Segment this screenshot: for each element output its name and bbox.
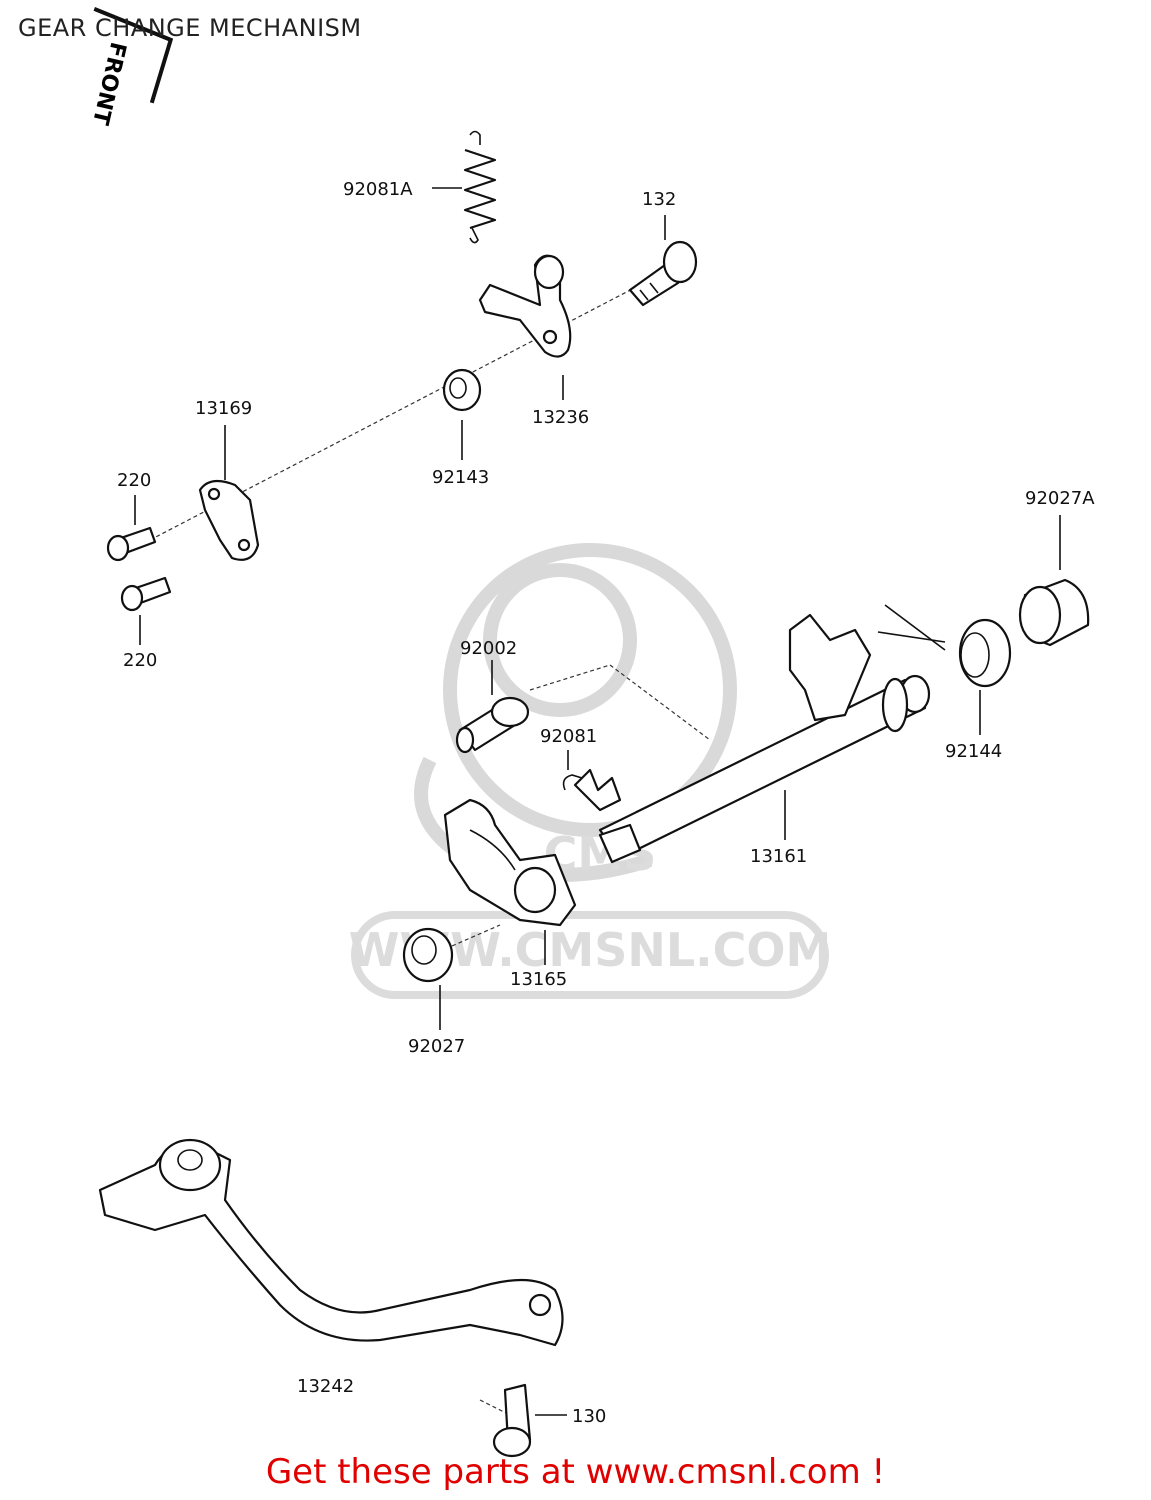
label-13165: 13165	[510, 969, 567, 990]
label-92081: 92081	[540, 726, 597, 747]
label-92081a: 92081A	[343, 179, 413, 200]
stopper-92002	[455, 696, 530, 754]
collar-92027	[402, 927, 454, 983]
bolt-220-upper	[106, 526, 157, 562]
page-title: GEAR CHANGE MECHANISM	[18, 14, 362, 42]
label-92144: 92144	[945, 741, 1002, 762]
label-132: 132	[642, 189, 676, 210]
pedal-13242	[98, 1138, 564, 1347]
spring-92081	[562, 768, 622, 812]
bolt-132	[628, 240, 698, 307]
lever-13236	[478, 254, 572, 358]
bolt-130	[492, 1383, 532, 1458]
label-92027a: 92027A	[1025, 488, 1095, 509]
footer-link[interactable]: Get these parts at www.cmsnl.com !	[265, 1452, 886, 1492]
bolt-220-lower	[120, 576, 172, 612]
label-13161: 13161	[750, 846, 807, 867]
label-220-upper: 220	[117, 470, 151, 491]
label-92002: 92002	[460, 638, 517, 659]
part-labels: 92081A 132 13236 92143 13169 220 220 920…	[117, 179, 1095, 1427]
label-130: 130	[572, 1406, 606, 1427]
label-92143: 92143	[432, 467, 489, 488]
collar-92027a	[1018, 578, 1090, 647]
spring-92144	[877, 604, 1012, 688]
label-13236: 13236	[532, 407, 589, 428]
collar-92143	[442, 368, 482, 412]
leader-lines	[134, 187, 1061, 1416]
label-92027: 92027	[408, 1036, 465, 1057]
shaft-13161	[598, 613, 931, 864]
label-220-lower: 220	[123, 650, 157, 671]
label-13169: 13169	[195, 398, 252, 419]
footer-banner: Get these parts at www.cmsnl.com !	[0, 1452, 1151, 1492]
front-stamp-text: FRONT	[87, 40, 130, 128]
label-13242: 13242	[297, 1376, 354, 1397]
shift-mechanism-13165	[443, 798, 577, 927]
alignment-line-stopper	[529, 664, 611, 691]
plate-13169	[198, 479, 260, 561]
spring-92081a	[463, 130, 497, 244]
